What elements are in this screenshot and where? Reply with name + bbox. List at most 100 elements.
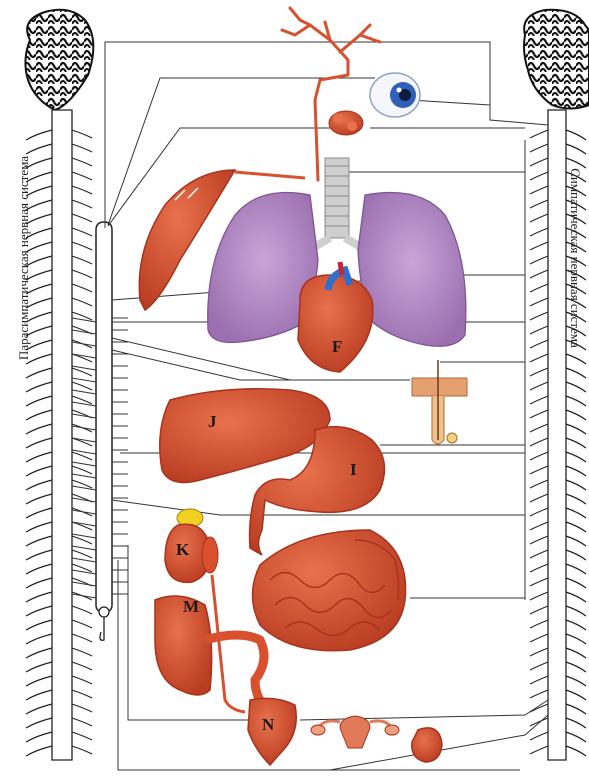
uterus-icon: [311, 716, 399, 748]
right-rib-stroke: [530, 494, 548, 502]
left-rib-stroke: [26, 508, 52, 518]
right-rib-stroke: [530, 578, 548, 586]
left-rib-stroke: [26, 564, 52, 574]
left-rib-stroke: [26, 578, 52, 588]
cord-branch-line: [72, 546, 96, 550]
left-rib-stroke: [72, 662, 92, 670]
colon-letter: M: [183, 597, 199, 616]
right-rib-stroke: [566, 620, 586, 630]
right-rib-stroke: [530, 648, 548, 656]
cord-branch-line: [72, 510, 96, 514]
right-rib-stroke: [530, 172, 548, 180]
right-rib-stroke: [530, 186, 548, 194]
left-rib-stroke: [72, 676, 92, 684]
right-rib-stroke: [530, 662, 548, 670]
right-rib-stroke: [530, 214, 548, 222]
left-rib-stroke: [26, 130, 52, 140]
stomach-letter: I: [350, 460, 357, 479]
cord-branch-line: [72, 354, 96, 358]
right-rib-stroke: [530, 718, 548, 726]
colon-icon: M: [155, 596, 270, 712]
left-rib-stroke: [26, 746, 52, 756]
right-rib-stroke: [530, 522, 548, 530]
right-rib-stroke: [530, 340, 548, 348]
right-rib-stroke: [566, 508, 586, 518]
left-spinal-column: [52, 110, 72, 760]
left-rib-stroke: [72, 256, 92, 264]
right-rib-stroke: [566, 424, 586, 434]
cord-branch-line: [72, 594, 96, 598]
right-rib-stroke: [530, 144, 548, 152]
right-rib-stroke: [530, 704, 548, 712]
right-rib-stroke: [566, 382, 586, 392]
left-rib-stroke: [26, 634, 52, 644]
right-rib-stroke: [566, 718, 586, 728]
right-rib-stroke: [530, 256, 548, 264]
left-rib-stroke: [26, 368, 52, 378]
left-rib-stroke: [26, 452, 52, 462]
kidney-letter: K: [176, 540, 190, 559]
right-rib-stroke: [566, 732, 586, 742]
skin-hair-icon: [412, 360, 467, 444]
lacrimal-gland-icon: [282, 8, 380, 180]
left-rib-stroke: [26, 466, 52, 476]
left-rib-stroke: [72, 242, 92, 250]
right-rib-stroke: [530, 438, 548, 446]
left-rib-stroke: [72, 704, 92, 712]
right-rib-stroke: [566, 676, 586, 686]
right-rib-stroke: [566, 592, 586, 602]
right-rib-stroke: [530, 228, 548, 236]
right-rib-stroke: [566, 494, 586, 504]
left-rib-stroke: [26, 410, 52, 420]
right-rib-stroke: [530, 312, 548, 320]
right-rib-stroke: [566, 452, 586, 462]
left-rib-stroke: [26, 662, 52, 672]
sympathetic-label: Симпатическая нервная система: [567, 148, 583, 368]
left-rib-stroke: [72, 620, 92, 628]
right-rib-stroke: [566, 396, 586, 406]
cord-branch-line: [72, 318, 96, 322]
right-rib-stroke: [530, 270, 548, 278]
left-rib-stroke: [26, 424, 52, 434]
right-rib-stroke: [530, 396, 548, 404]
left-rib-stroke: [72, 466, 92, 474]
left-rib-stroke: [72, 606, 92, 614]
cord-branch-line: [72, 522, 96, 526]
left-rib-stroke: [72, 746, 92, 754]
left-rib-stroke: [72, 270, 92, 278]
bladder-letter: N: [262, 715, 275, 734]
parasympathetic-label: Парасимпатическая нервная система: [16, 148, 32, 368]
left-rib-stroke: [26, 382, 52, 392]
right-rib-stroke: [566, 438, 586, 448]
right-spinal-column: [548, 110, 566, 760]
right-rib-stroke: [530, 634, 548, 642]
cord-branch-line: [72, 402, 96, 406]
right-rib-stroke: [530, 410, 548, 418]
right-rib-stroke: [566, 578, 586, 588]
left-rib-stroke: [72, 172, 92, 180]
left-rib-stroke: [26, 592, 52, 602]
cord-branch-line: [72, 438, 96, 442]
right-rib-stroke: [530, 732, 548, 740]
right-rib-stroke: [566, 564, 586, 574]
right-rib-stroke: [566, 550, 586, 560]
right-rib-stroke: [566, 662, 586, 672]
cord-branch-line: [72, 378, 96, 382]
right-rib-stroke: [530, 354, 548, 362]
left-rib-stroke: [72, 284, 92, 292]
right-rib-stroke: [566, 368, 586, 378]
left-rib-stroke: [72, 186, 92, 194]
heart-letter: F: [332, 337, 342, 356]
right-rib-stroke: [530, 508, 548, 516]
left-rib-stroke: [26, 718, 52, 728]
left-rib-stroke: [26, 606, 52, 616]
salivary-gland-icon: [329, 111, 363, 135]
right-rib-stroke: [530, 242, 548, 250]
left-rib-stroke: [26, 620, 52, 630]
left-rib-stroke: [72, 214, 92, 222]
left-rib-stroke: [26, 676, 52, 686]
right-rib-stroke: [530, 536, 548, 544]
right-rib-stroke: [530, 550, 548, 558]
cord-branch-line: [72, 570, 96, 574]
